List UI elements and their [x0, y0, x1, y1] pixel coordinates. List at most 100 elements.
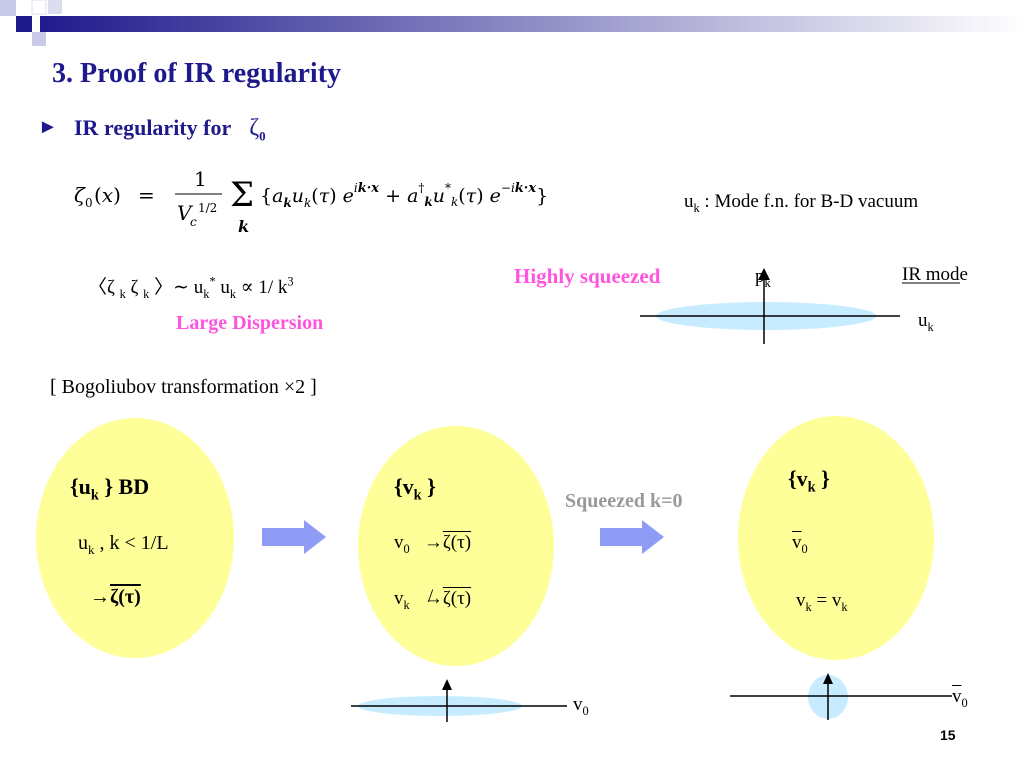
correlator-relation: 〈ζ k ζ k 〉∼ uk* uk ∝ 1/ k3: [88, 274, 294, 301]
large-dispersion-label: Large Dispersion: [176, 312, 324, 334]
correlator-tail: ∝ 1/ k: [236, 277, 288, 298]
vk-text: v: [394, 588, 404, 609]
v-basis-ellipse: [358, 426, 554, 666]
vbar0-sub: 0: [801, 541, 808, 556]
vbar0-phase-diagram: [730, 673, 952, 720]
vk-arrow: →: [423, 588, 443, 609]
bogoliubov-note: [ Bogoliubov transformation ×2 ]: [50, 376, 317, 398]
u-axis-sub: k: [927, 319, 934, 334]
v0-sub: 0: [403, 541, 410, 556]
vk-eq-text: v: [796, 590, 806, 611]
bottom-right-axis-label: v0: [952, 686, 968, 710]
corner-decoration: [0, 0, 1024, 46]
v0-phase-diagram: [351, 679, 567, 722]
eq-equals: =: [138, 183, 155, 207]
bd-limit: →ζ(τ): [90, 586, 141, 609]
vk-zeta-bar: ζ(τ): [442, 588, 472, 609]
p-axis-label: pk: [755, 266, 771, 290]
p-text: p: [755, 266, 765, 287]
bottom-mid-sub: 0: [582, 703, 589, 718]
squeezed-label: Squeezed k=0: [565, 490, 683, 512]
eq-lhs: ζ: [74, 183, 86, 207]
mode-u-sub: k: [693, 200, 700, 215]
eq-numerator: 1: [194, 167, 207, 191]
bd-vacuum-ellipse: [36, 418, 234, 658]
eq-denominator-sub: c: [190, 215, 197, 229]
ir-mode-label: IR mode: [902, 264, 968, 285]
bottom-mid-axis-label: v0: [573, 694, 589, 718]
v0-arrow: [410, 532, 424, 553]
v0-zeta-bar: ζ(τ): [442, 532, 472, 553]
mode-note-text: : Mode f.n. for B-D vacuum: [699, 191, 919, 212]
vk-sub: k: [403, 597, 410, 612]
vbar0-text: v: [792, 532, 802, 553]
eq-sum-index: k: [238, 217, 249, 236]
vbar0-label: v0: [792, 532, 808, 556]
vbar-set-open: {v: [788, 466, 808, 491]
vk-eq-rhs-sub: k: [841, 599, 848, 614]
bd-set-sub: k: [90, 487, 99, 504]
v-set-open: {v: [394, 474, 414, 499]
v0-text: v: [394, 532, 404, 553]
highly-squeezed-label: Highly squeezed: [514, 264, 661, 288]
vbar-set-label: {vk }: [788, 466, 830, 496]
deco-square: [16, 16, 32, 32]
bd-condition: uk , k < 1/L: [78, 532, 169, 557]
vbar-set-close: }: [815, 466, 830, 491]
bottom-mid-v: v: [573, 694, 583, 715]
bd-zeta-bar: ζ(τ): [110, 586, 141, 608]
eq-denominator-sup: 1/2: [198, 201, 217, 215]
transform-arrow-2: [600, 520, 664, 554]
eq-lhs-arg: (x): [94, 183, 121, 207]
zeta-expansion-equation: ζ 0 (x) = 1 V c 1/2 Σ k {akuk(τ) eik·x +…: [74, 167, 548, 236]
bottom-right-sub: 0: [961, 695, 968, 710]
bd-arrow: →: [90, 586, 110, 608]
u-star: *: [209, 274, 216, 289]
not-arrow-glyph: →/: [423, 586, 443, 609]
block-arrow-icon: [262, 520, 326, 554]
slide-title: 3. Proof of IR regularity: [52, 58, 342, 89]
bd-u: u: [78, 532, 88, 554]
bd-set-close: } BD: [98, 474, 150, 499]
p-sub: k: [764, 275, 771, 290]
vbar0-axis-arrowhead: [823, 673, 833, 684]
vk-equals-vbar: vk = vk: [796, 590, 848, 614]
mode-u: u: [684, 191, 694, 212]
v0-axis-arrowhead: [442, 679, 452, 690]
v0-mapping: v0 →ζ(τ): [394, 532, 472, 556]
deco-square: [0, 0, 16, 16]
eq-body: {akuk(τ) eik·x + a†ku*k(τ) e−ik·x}: [260, 181, 548, 210]
eq-lhs-sub: 0: [85, 196, 93, 210]
deco-square: [31, 0, 47, 15]
eq-sum: Σ: [230, 175, 254, 215]
k-power: 3: [287, 274, 294, 289]
zeta-sub: 0: [259, 128, 266, 144]
u-axis-label: uk: [918, 310, 934, 334]
bd-u-sub: k: [88, 542, 95, 557]
u-sub: k: [203, 286, 210, 301]
bottom-right-v: v: [952, 686, 962, 707]
vk-eq-rhs: = v: [811, 590, 842, 611]
u-text: u: [918, 310, 928, 331]
transform-arrow-1: [262, 520, 326, 554]
block-arrow-icon: [600, 520, 664, 554]
vk-mapping: vk →/ζ(τ): [394, 586, 472, 612]
v-set-label: {vk }: [394, 474, 436, 504]
ir-mode-phase-diagram: [640, 268, 960, 344]
v-set-sub: k: [413, 487, 422, 504]
bd-condition-text: , k < 1/L: [94, 532, 169, 554]
u-sub2: k: [229, 286, 237, 301]
bd-set-label: {uk } BD: [70, 474, 150, 504]
subheading: IR regularity for ζ0: [74, 115, 266, 142]
zeta-symbol: ζ: [249, 115, 260, 141]
vbar-basis-ellipse: [738, 416, 934, 660]
header-gradient-bar: [40, 16, 1024, 32]
v0-arrow-glyph: →: [423, 532, 443, 553]
vbar-set-sub: k: [807, 479, 816, 496]
page-number: 15: [940, 727, 956, 743]
subheading-text: IR regularity for: [74, 115, 232, 140]
vk-eq-sub: k: [805, 599, 812, 614]
deco-square: [32, 32, 46, 46]
v-set-close: }: [421, 474, 436, 499]
bd-set-open: {u: [70, 474, 91, 499]
